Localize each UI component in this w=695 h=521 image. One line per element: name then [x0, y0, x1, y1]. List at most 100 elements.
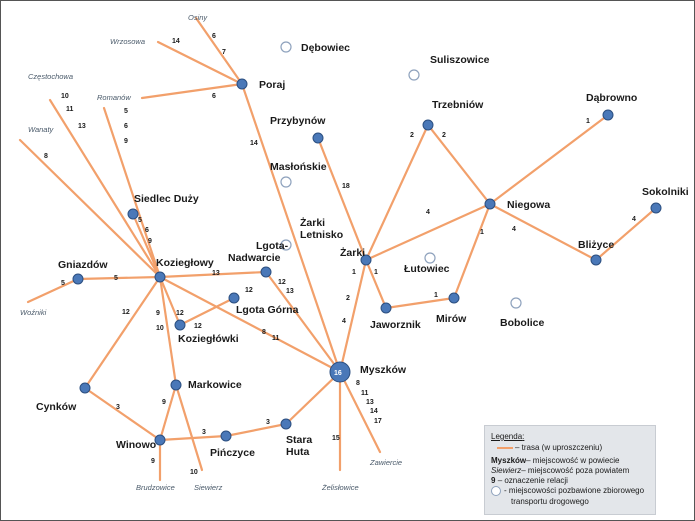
- route-line: [83, 386, 162, 442]
- node-gniazdow[interactable]: [72, 273, 84, 285]
- label-dabrowno: Dąbrowno: [586, 92, 637, 104]
- label-lgota-gorna: Lgota Górna: [236, 304, 299, 316]
- node-markowice[interactable]: [170, 379, 182, 391]
- label-koziegłowki: Koziegłówki: [178, 333, 239, 345]
- label-stara-huta-2: Huta: [286, 446, 309, 458]
- route-line: [158, 275, 182, 327]
- route-line: [18, 138, 162, 279]
- relation-numbers: 6 7 14 6 10 11 13 5 6 9 8 6 5 9 2 2 1 14…: [44, 33, 636, 476]
- node-cynkow[interactable]: [79, 382, 91, 394]
- route-line: [338, 258, 368, 374]
- route-line: [48, 98, 162, 279]
- label-mirow: Mirów: [436, 313, 467, 325]
- route-line: [384, 296, 456, 310]
- relation-number: 3: [266, 419, 270, 426]
- label-winowo: Winowo: [116, 439, 156, 451]
- node-dabrowno[interactable]: [602, 109, 614, 121]
- label-zarki-letnisko-1: Żarki: [300, 216, 325, 229]
- relation-number: 13: [212, 270, 220, 277]
- node-poraj[interactable]: [236, 78, 248, 90]
- relation-number: 2: [346, 295, 350, 302]
- legend-outside-row: Siewierz– miejscowość poza powiatem: [491, 466, 630, 475]
- outer-siewierz: Siewierz: [194, 483, 223, 492]
- node-jaworznik[interactable]: [380, 302, 392, 314]
- label-siedlec: Siedlec Duży: [134, 193, 199, 205]
- relation-number: 6: [212, 33, 216, 40]
- relation-number: 5: [138, 217, 142, 224]
- relation-number: 6: [145, 227, 149, 234]
- route-line: [364, 123, 430, 262]
- node-niegowa[interactable]: [484, 198, 496, 210]
- node-przybynow[interactable]: [312, 132, 324, 144]
- legend-no-transport-row: - miejscowości pozbawione zbiorowego: [491, 486, 644, 496]
- label-debowiec: Dębowiec: [301, 42, 350, 54]
- relation-number: 1: [480, 229, 484, 236]
- route-line: [158, 275, 342, 374]
- node-sokolniki[interactable]: [650, 202, 662, 214]
- relation-number: 5: [124, 108, 128, 115]
- route-line: [158, 275, 178, 387]
- label-trzebniow: Trzebniów: [432, 99, 484, 111]
- route-line: [338, 370, 382, 454]
- node-myszkow[interactable]: [329, 361, 351, 383]
- legend-relation-row: 9 – oznaczenie relacji: [491, 476, 568, 485]
- node-zarki[interactable]: [360, 254, 372, 266]
- relation-number: 1: [352, 269, 356, 276]
- relation-number: 3: [202, 429, 206, 436]
- nocomm-lutowiec[interactable]: [424, 252, 436, 264]
- route-sample-line: [497, 446, 513, 449]
- node-pinczyce[interactable]: [220, 430, 232, 442]
- label-bobolice: Bobolice: [500, 317, 544, 329]
- outer-wozniki: Woźniki: [20, 308, 47, 317]
- relation-number: 11: [272, 335, 280, 342]
- node-koziegłowki[interactable]: [174, 319, 186, 331]
- relation-number: 11: [66, 106, 74, 113]
- no-transport-places: [280, 41, 522, 309]
- nocomm-bobolice[interactable]: [510, 297, 522, 309]
- relation-number: 9: [148, 238, 152, 245]
- node-trzebniow[interactable]: [422, 119, 434, 131]
- node-lgota-gorna[interactable]: [228, 292, 240, 304]
- legend: Legenda: – trasa (w uproszczeniu) Myszkó…: [484, 425, 656, 515]
- route-line: [158, 383, 178, 442]
- label-koziegłowy: Koziegłowy: [156, 257, 214, 269]
- route-line: [284, 370, 342, 426]
- route-line: [224, 422, 288, 438]
- outer-romanow: Romanów: [97, 93, 131, 102]
- label-zarki: Żarki: [340, 246, 365, 259]
- node-lgota-nadwarcie[interactable]: [260, 266, 272, 278]
- label-gniazdow: Gniazdów: [58, 259, 108, 271]
- label-markowice: Markowice: [188, 379, 242, 391]
- route-line: [178, 296, 236, 327]
- route-line: [364, 258, 388, 310]
- nocomm-maslonskie[interactable]: [280, 176, 292, 188]
- nocomm-suliszowice[interactable]: [408, 69, 420, 81]
- node-stara-huta[interactable]: [280, 418, 292, 430]
- label-suliszowice: Suliszowice: [430, 54, 490, 66]
- node-mirow[interactable]: [448, 292, 460, 304]
- label-maslonskie: Masłońskie: [270, 161, 327, 173]
- routes: [18, 16, 658, 482]
- node-blizyce[interactable]: [590, 254, 602, 266]
- nocomm-debowiec[interactable]: [280, 41, 292, 53]
- outer-brudzowice: Brudzowice: [136, 483, 175, 492]
- outer-zawiercie: Zawiercie: [369, 458, 402, 467]
- label-zarki-letnisko-2: Letnisko: [300, 229, 343, 241]
- relation-number: 12: [194, 323, 202, 330]
- relation-number: 12: [122, 309, 130, 316]
- route-line: [158, 270, 268, 279]
- relation-number: 6: [212, 93, 216, 100]
- node-koziegłowy[interactable]: [154, 271, 166, 283]
- label-lgota-nadwarcie-1: Lgota-: [256, 240, 289, 252]
- node-winowo[interactable]: [154, 434, 166, 446]
- route-line: [131, 212, 162, 279]
- label-lutowiec: Łutowiec: [404, 263, 450, 275]
- node-siedlec[interactable]: [127, 208, 139, 220]
- relation-number: 3: [116, 404, 120, 411]
- relation-number: 14: [370, 408, 378, 415]
- nocomm-lgota-nadwarcie[interactable]: [280, 239, 292, 251]
- relation-number: 17: [374, 418, 382, 425]
- outer-place-labels: Osiny Wrzosowa Częstochowa Romanów Wanat…: [20, 13, 402, 492]
- route-line: [426, 123, 492, 206]
- label-myszkow: Myszków: [360, 364, 407, 376]
